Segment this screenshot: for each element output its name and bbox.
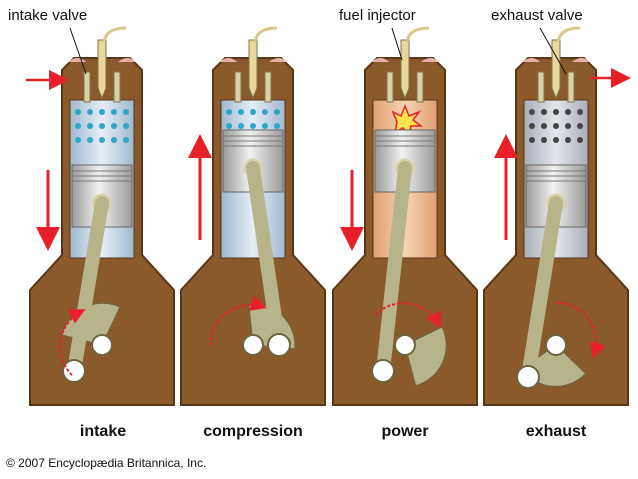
fuel-line — [253, 26, 278, 43]
connecting-rod — [246, 161, 286, 352]
exhaust-valve-label: exhaust valve — [491, 7, 583, 24]
connecting-rod — [376, 161, 412, 378]
charge-dot — [565, 137, 571, 143]
charge-dot — [541, 109, 547, 115]
charge-dot — [262, 109, 268, 115]
charge-dot — [123, 123, 129, 129]
valve-left — [537, 71, 545, 103]
charge-dot — [553, 109, 559, 115]
charge-dot — [238, 109, 244, 115]
charge-dot — [226, 123, 232, 129]
charge-dot — [123, 137, 129, 143]
charge-dot — [577, 123, 583, 129]
head-port-left — [522, 58, 540, 62]
valve-left — [386, 71, 394, 103]
stroke-label-exhaust: exhaust — [525, 423, 587, 440]
charge-dot — [75, 123, 81, 129]
engine-power — [332, 26, 478, 406]
crankshaft — [242, 334, 264, 356]
valve-right — [567, 71, 575, 103]
exhaust-valve-leader — [539, 27, 567, 75]
head-port-right — [269, 58, 287, 62]
engine-compression — [180, 26, 326, 406]
charge-dot — [529, 109, 535, 115]
copyright-notice: © 2007 Encyclopædia Britannica, Inc. — [6, 456, 207, 470]
charge-dot — [111, 137, 117, 143]
charge-dot — [87, 137, 93, 143]
crank-pin — [267, 333, 291, 357]
crank-pin — [516, 365, 540, 389]
charge-dot — [238, 123, 244, 129]
fuel-injector — [400, 39, 410, 100]
crankshaft — [545, 334, 567, 356]
charge-dot — [250, 109, 256, 115]
stroke-label-compression: compression — [203, 423, 303, 440]
head-port-left — [219, 58, 237, 62]
crank-pin — [62, 359, 86, 383]
fuel-injector — [248, 39, 258, 100]
valve-left — [234, 71, 242, 103]
charge-dot — [99, 109, 105, 115]
fuel-injector — [551, 39, 561, 100]
charge-dot — [565, 109, 571, 115]
fuel-injector-leader — [391, 27, 403, 61]
rotation-arrow — [374, 302, 441, 329]
charge-dot — [123, 109, 129, 115]
charge-dot — [553, 137, 559, 143]
charge-dot — [111, 123, 117, 129]
charge-dot — [577, 137, 583, 143]
fuel-injector-label: fuel injector — [339, 7, 416, 24]
charge-dot — [99, 137, 105, 143]
charge-dot — [541, 137, 547, 143]
charge-dot — [75, 109, 81, 115]
head-port-right — [421, 58, 439, 62]
charge-dot — [541, 123, 547, 129]
charge-dot — [274, 123, 280, 129]
charge-dot — [529, 123, 535, 129]
valve-right — [113, 71, 121, 103]
rotation-arrow — [59, 309, 86, 376]
stroke-label-intake: intake — [79, 423, 127, 440]
stroke-label-power: power — [381, 423, 429, 440]
fuel-line — [405, 26, 430, 43]
charge-dot — [529, 137, 535, 143]
charge-dot — [87, 109, 93, 115]
charge-dot — [553, 123, 559, 129]
valve-right — [416, 71, 424, 103]
valve-left — [83, 71, 91, 103]
charge-dot — [75, 137, 81, 143]
intake-valve-leader — [69, 27, 87, 75]
charge-dot — [250, 123, 256, 129]
charge-dot — [87, 123, 93, 129]
charge-dot — [262, 123, 268, 129]
valve-right — [264, 71, 272, 103]
intake-valve-label: intake valve — [8, 7, 88, 24]
engine-exhaust — [483, 26, 629, 406]
charge-dot — [111, 109, 117, 115]
fuel-line — [556, 26, 581, 43]
rotation-arrow — [555, 301, 606, 359]
crankshaft — [394, 334, 416, 356]
charge-dot — [577, 109, 583, 115]
head-port-left — [371, 58, 389, 62]
head-port-right — [118, 58, 136, 62]
fuel-injector — [97, 39, 107, 100]
charge-dot — [274, 109, 280, 115]
connecting-rod — [67, 196, 109, 378]
head-port-right — [572, 58, 590, 62]
engine-intake — [29, 26, 175, 406]
fuel-line — [102, 26, 127, 43]
charge-dot — [565, 123, 571, 129]
charge-dot — [226, 109, 232, 115]
crank-pin — [371, 359, 395, 383]
charge-dot — [99, 123, 105, 129]
crankshaft — [91, 334, 113, 356]
rotation-arrow — [209, 295, 267, 346]
connecting-rod — [521, 196, 563, 384]
